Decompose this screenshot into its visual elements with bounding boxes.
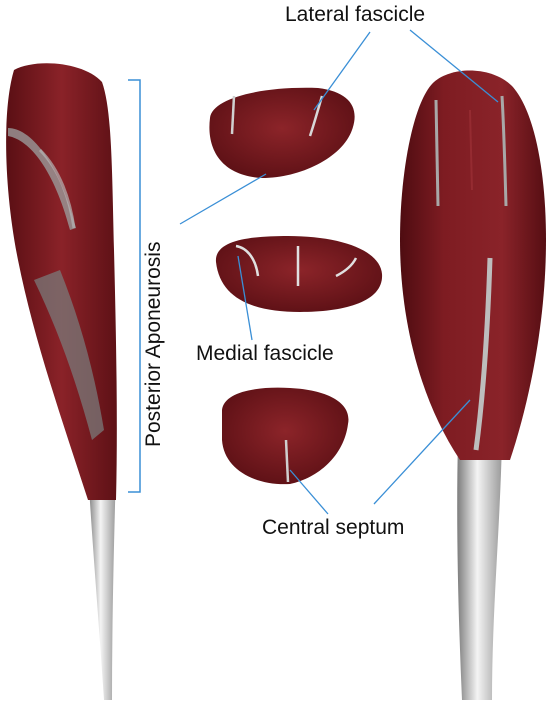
label-posterior-aponeurosis: Posterior Aponeurosis	[142, 241, 165, 447]
top-section-septum-1	[230, 95, 236, 135]
label-lateral-fascicle: Lateral fascicle	[285, 3, 426, 26]
right-streak-1	[469, 109, 473, 191]
leader-lateral-to-right-muscle	[409, 29, 499, 103]
right-tendon	[457, 440, 502, 700]
middle-section-fascicle-right	[335, 257, 358, 278]
posterior-aponeurosis-bracket	[128, 79, 141, 493]
left-tendon	[88, 470, 116, 700]
cross-section-top	[209, 87, 355, 178]
right-muscle-belly	[400, 70, 546, 460]
label-medial-fascicle: Medial fascicle	[196, 342, 334, 365]
right-lateral-fascicle-2	[500, 95, 508, 207]
leader-posterior-to-top-section	[179, 173, 267, 225]
right-central-septum	[473, 257, 493, 451]
cross-section-middle	[215, 236, 383, 312]
middle-section-fascicle-left	[235, 244, 260, 277]
leader-central-to-bottom-section	[289, 469, 329, 515]
bottom-section-septum	[284, 439, 290, 483]
left-aponeurosis-streak-2	[38, 148, 76, 229]
cross-section-bottom	[222, 387, 349, 485]
leader-lateral-to-top-section	[313, 31, 371, 111]
leader-medial-to-middle-section	[237, 255, 253, 341]
leader-central-to-right-muscle	[373, 399, 471, 505]
leader-lines	[179, 29, 499, 515]
left-muscle-side-view	[6, 63, 117, 700]
label-central-septum: Central septum	[262, 516, 405, 539]
right-muscle-front-view	[400, 70, 546, 700]
right-lateral-fascicle-1	[434, 99, 440, 207]
left-aponeurosis-band	[34, 270, 104, 440]
left-aponeurosis-streak	[8, 128, 76, 230]
